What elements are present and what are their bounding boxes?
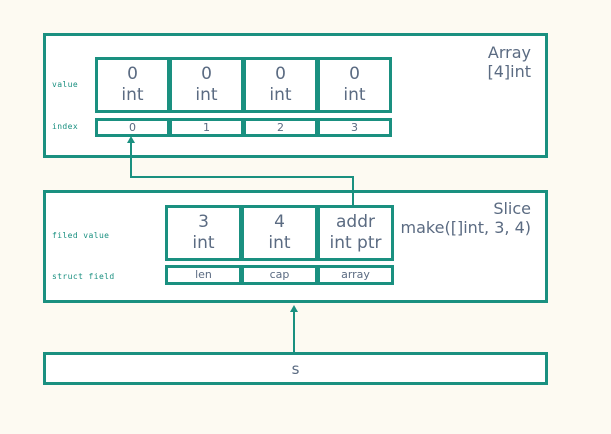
slice-type-len: int [192, 233, 215, 253]
slice-caption: Slice make([]int, 3, 4) [401, 199, 531, 237]
slice-field-cell-cap: cap [241, 265, 318, 285]
array-type-2: int [269, 85, 292, 105]
array-index-cell-1: 1 [169, 118, 244, 137]
variable-to-slice-connector [293, 310, 295, 352]
slice-value-cap: 4 [274, 212, 285, 232]
array-pointer-connector-vertical-left [130, 139, 132, 177]
slice-field-cell-array: array [317, 265, 394, 285]
slice-value-row: 3 int 4 int addr int ptr [165, 205, 394, 261]
array-pointer-arrowhead-icon [127, 136, 135, 143]
array-index-cell-3: 3 [317, 118, 392, 137]
array-index-cell-0: 0 [95, 118, 170, 137]
array-value-row: 0 int 0 int 0 int 0 int [95, 57, 392, 113]
variable-to-slice-arrowhead-icon [290, 305, 298, 312]
slice-value-cell-cap: 4 int [241, 205, 318, 261]
array-value-cell-2: 0 int [243, 57, 318, 113]
array-type-3: int [343, 85, 366, 105]
slice-caption-line1: Slice [493, 199, 531, 218]
array-caption-line1: Array [487, 43, 531, 62]
slice-field-cell-len: len [165, 265, 242, 285]
array-index-row: 0 1 2 3 [95, 118, 392, 137]
array-value-1: 0 [201, 64, 212, 84]
array-index-cell-2: 2 [243, 118, 318, 137]
array-pointer-connector-vertical-right [352, 176, 354, 205]
array-value-3: 0 [349, 64, 360, 84]
slice-caption-line2: make([]int, 3, 4) [400, 218, 531, 237]
slice-value-array: addr [336, 212, 375, 232]
array-value-cell-0: 0 int [95, 57, 170, 113]
slice-field-row-label: struct field [52, 272, 115, 281]
array-value-2: 0 [275, 64, 286, 84]
array-value-cell-3: 0 int [317, 57, 392, 113]
array-pointer-connector-horizontal [130, 176, 354, 178]
slice-value-cell-array: addr int ptr [317, 205, 394, 261]
array-type-0: int [121, 85, 144, 105]
array-caption: Array [4]int [487, 43, 531, 81]
slice-value-cell-len: 3 int [165, 205, 242, 261]
array-value-0: 0 [127, 64, 138, 84]
slice-field-row: len cap array [165, 265, 394, 285]
array-type-1: int [195, 85, 218, 105]
array-index-row-label: index [52, 122, 79, 131]
array-caption-line2: [4]int [487, 62, 531, 81]
variable-container [43, 352, 548, 385]
slice-type-array: int ptr [329, 233, 382, 253]
array-value-row-label: value [52, 80, 79, 89]
variable-name: s [291, 359, 300, 378]
slice-value-len: 3 [198, 212, 209, 232]
slice-value-row-label: filed value [52, 231, 110, 240]
array-value-cell-1: 0 int [169, 57, 244, 113]
slice-type-cap: int [268, 233, 291, 253]
